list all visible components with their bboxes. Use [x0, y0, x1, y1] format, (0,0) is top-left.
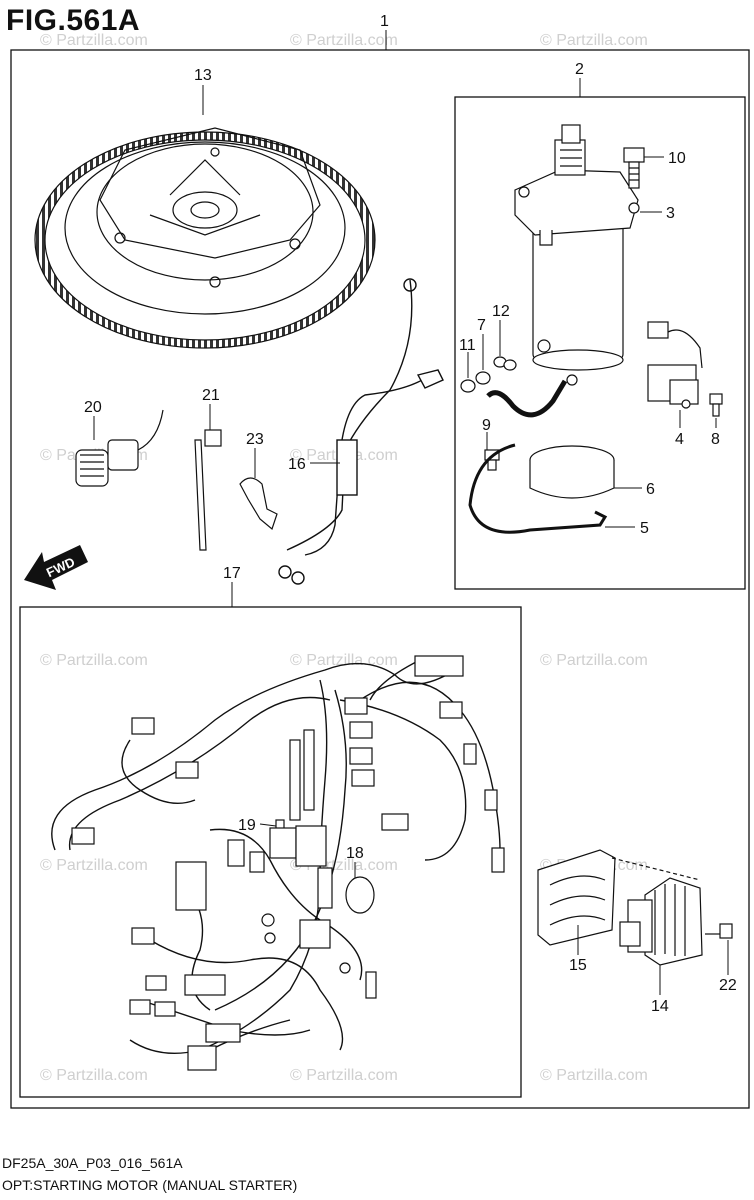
callout-13: 13 — [194, 67, 212, 84]
callout-10: 10 — [668, 150, 686, 167]
cable-16-drawing — [278, 278, 444, 585]
callout-8: 8 — [711, 431, 720, 448]
figure-description: OPT:STARTING MOTOR (MANUAL STARTER) — [2, 1177, 298, 1193]
callout-4: 4 — [675, 431, 684, 448]
assembly-frame — [10, 49, 750, 1109]
figure-title: FIG.561A — [6, 4, 141, 37]
callout-22: 22 — [719, 977, 737, 994]
parts-diagram: © Partzilla.com © Partzilla.com © Partzi… — [10, 13, 750, 1109]
harness-frame — [19, 606, 522, 1098]
watermark: © Partzilla.com — [40, 652, 148, 669]
callout-21: 21 — [202, 387, 220, 404]
screw-8-drawing — [709, 393, 723, 417]
rectifier-assembly-drawing — [537, 849, 733, 966]
callout-17: 17 — [223, 565, 241, 582]
starter-frame — [454, 96, 746, 590]
figure-code: DF25A_30A_P03_016_561A — [2, 1155, 183, 1171]
callout-14: 14 — [651, 998, 669, 1015]
watermark: © Partzilla.com — [540, 32, 648, 49]
callout-19: 19 — [238, 817, 256, 834]
callouts: 1 2 3 4 5 6 7 8 9 10 11 12 13 14 15 16 1… — [84, 13, 737, 1015]
callout-20: 20 — [84, 399, 102, 416]
watermark: © Partzilla.com — [40, 1067, 148, 1084]
clip-23-drawing — [239, 477, 278, 531]
callout-3: 3 — [666, 205, 675, 222]
callout-18: 18 — [346, 845, 364, 862]
forward-label: FWD — [44, 554, 77, 580]
callout-5: 5 — [640, 520, 649, 537]
callout-2: 2 — [575, 61, 584, 78]
watermark: © Partzilla.com — [290, 1067, 398, 1084]
watermarks: © Partzilla.com © Partzilla.com © Partzi… — [40, 32, 648, 1084]
watermark: © Partzilla.com — [40, 32, 148, 49]
callout-11: 11 — [459, 337, 476, 354]
watermark: © Partzilla.com — [40, 857, 148, 874]
leader-line — [259, 823, 277, 827]
callout-6: 6 — [646, 481, 655, 498]
callout-9: 9 — [482, 417, 491, 434]
watermark: © Partzilla.com — [290, 32, 398, 49]
starter-motor-drawing — [514, 124, 640, 371]
callout-23: 23 — [246, 431, 264, 448]
forward-arrow: FWD — [24, 545, 88, 590]
callout-15: 15 — [569, 957, 587, 974]
callout-16: 16 — [288, 456, 306, 473]
watermark: © Partzilla.com — [540, 1067, 648, 1084]
band-and-strap-drawing — [468, 443, 615, 534]
sensor-20-drawing — [75, 409, 164, 487]
starter-relay-drawing — [647, 321, 703, 409]
callout-12: 12 — [492, 303, 510, 320]
callout-1: 1 — [380, 13, 389, 30]
watermark: © Partzilla.com — [290, 652, 398, 669]
harness-connectors — [71, 655, 505, 1071]
flywheel-drawing — [34, 127, 376, 349]
cable-tie-drawing — [194, 429, 222, 551]
bolt-10-drawing — [623, 147, 645, 189]
watermark: © Partzilla.com — [540, 652, 648, 669]
callout-7: 7 — [477, 317, 486, 334]
